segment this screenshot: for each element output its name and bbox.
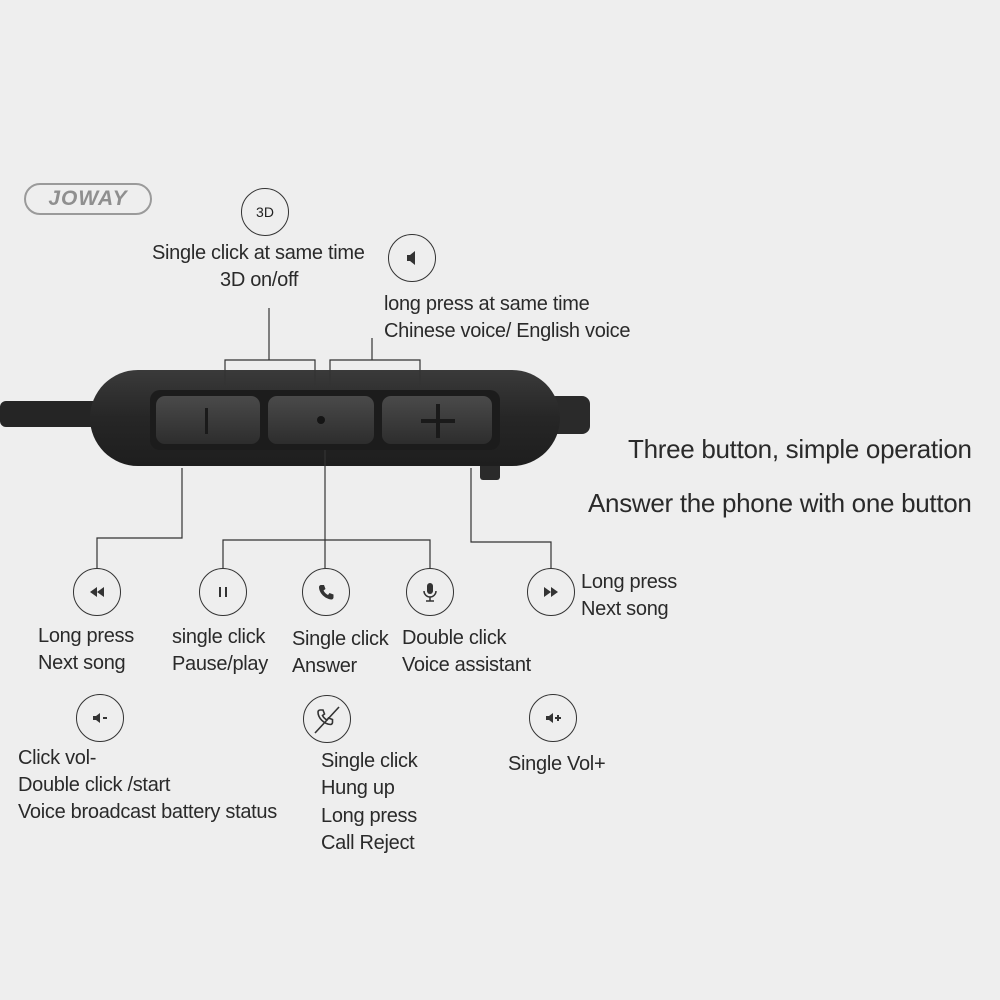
rewind-icon [73,568,121,616]
fast-forward-icon [527,568,575,616]
rewind-label-1: Long press [38,625,134,647]
phone-icon [302,568,350,616]
voice-assistant-label-2: Voice assistant [402,654,531,676]
voice-line2: Chinese voice/ English voice [384,320,631,342]
forward-label-2: Next song [581,598,669,620]
hang-up-line1: Single click [321,750,418,772]
headline-2: Answer the phone with one button [588,488,972,518]
3d-badge: 3D [241,188,289,236]
3d-line1: Single click at same time [152,242,365,264]
hang-up-line3: Long press [321,805,417,827]
volume-down-icon [76,694,124,742]
rewind-label-2: Next song [38,652,126,674]
pause-label-1: single click [172,626,266,648]
microphone-icon [406,568,454,616]
voice-line1: long press at same time [384,293,590,315]
pause-label-2: Pause/play [172,653,268,675]
3d-badge-label: 3D [256,204,274,220]
answer-label-1: Single click [292,628,389,650]
answer-label-2: Answer [292,655,357,677]
vol-down-line2: Double click /start [18,774,171,796]
pause-icon [199,568,247,616]
hang-up-line2: Hung up [321,777,395,799]
volume-up-icon [529,694,577,742]
forward-label-1: Long press [581,571,677,593]
3d-line2: 3D on/off [220,269,299,291]
hang-up-line4: Call Reject [321,832,415,854]
bottom-connectors [96,450,552,568]
hang-up-icon [303,695,351,743]
vol-up-line1: Single Vol+ [508,753,606,775]
vol-down-line1: Click vol- [18,747,97,769]
left-cable [0,401,110,427]
brand-logo: JOWAY [24,183,152,215]
speaker-icon [388,234,436,282]
vol-down-line3: Voice broadcast battery status [18,801,277,823]
top-connectors [224,308,421,385]
headline-1: Three button, simple operation [628,434,972,464]
voice-assistant-label-1: Double click [402,627,507,649]
